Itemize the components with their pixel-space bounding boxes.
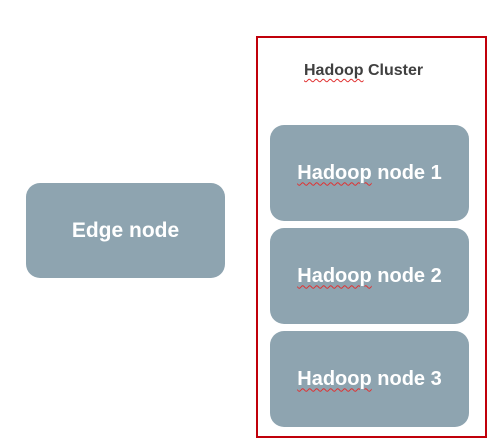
hadoop-node-2-rest: node 2 (377, 264, 442, 287)
hadoop-node-1-word1: Hadoop (297, 161, 372, 184)
hadoop-node-2-word1: Hadoop (297, 264, 372, 287)
hadoop-node-1: Hadoop node 1 (270, 125, 469, 221)
hadoop-node-3-rest: node 3 (377, 367, 442, 390)
edge-node: Edge node (26, 183, 225, 278)
hadoop-node-2: Hadoop node 2 (270, 228, 469, 324)
hadoop-node-3: Hadoop node 3 (270, 331, 469, 427)
hadoop-node-3-word1: Hadoop (297, 367, 372, 390)
hadoop-node-1-rest: node 1 (377, 161, 442, 184)
cluster-title-word2: Cluster (368, 62, 424, 79)
cluster-title-word1: Hadoop (304, 62, 364, 79)
hadoop-cluster-box: Hadoop Cluster (256, 36, 487, 438)
cluster-title: Hadoop Cluster (304, 62, 423, 80)
